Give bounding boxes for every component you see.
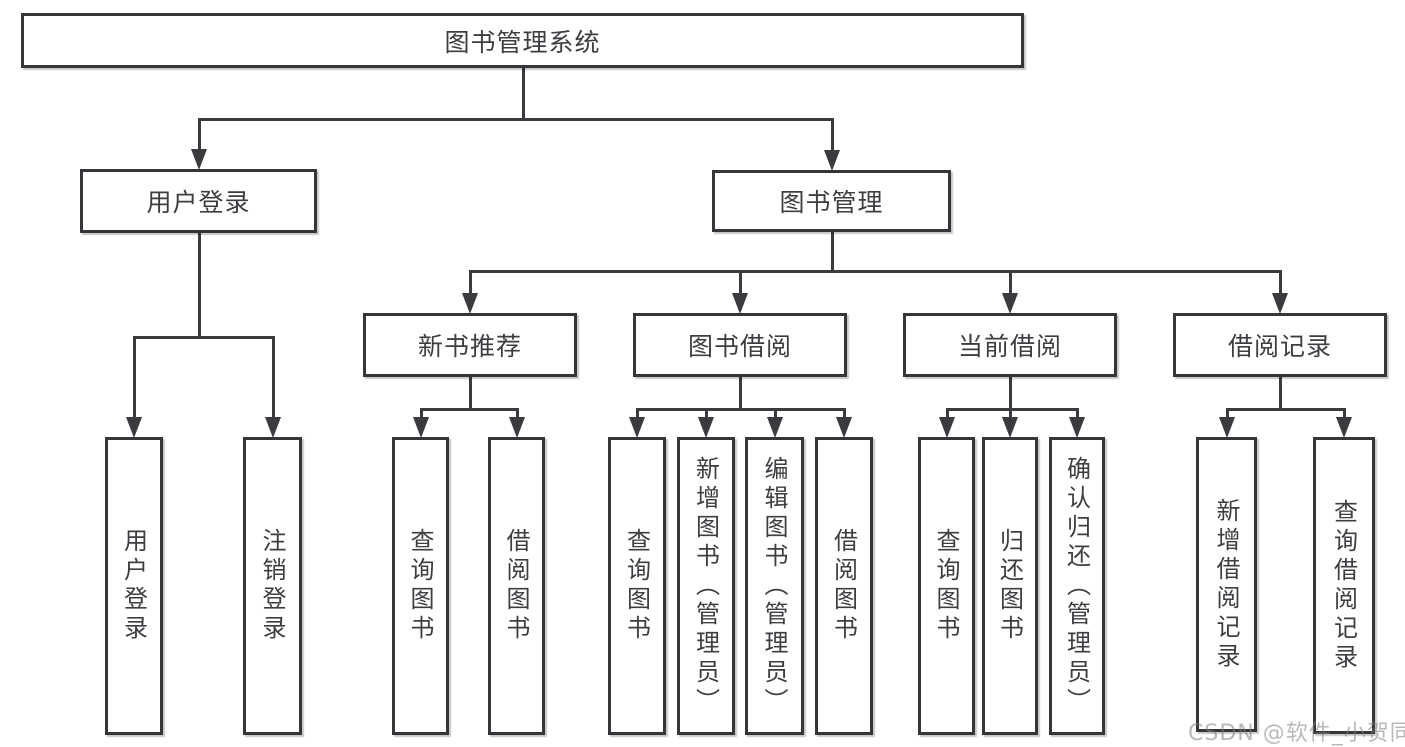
connector-bar (468, 270, 1282, 273)
node-label-leaf-brec-add: 新增借阅记录 (1212, 497, 1240, 672)
node-leaf-rec-query: 查询图书 (392, 437, 449, 735)
node-leaf-cur-query: 查询图书 (918, 437, 975, 735)
node-book-borrow: 图书借阅 (633, 313, 847, 377)
node-user-login: 用户登录 (80, 169, 317, 233)
connector-drop (773, 408, 777, 420)
connector-drop (945, 408, 949, 420)
arrowhead-down-icon (191, 149, 207, 170)
node-label-leaf-user-login: 用户登录 (119, 528, 148, 644)
node-leaf-user-login: 用户登录 (105, 437, 163, 735)
connector-bar (132, 336, 275, 339)
connector-stub (1278, 377, 1282, 411)
connector-drop (738, 270, 742, 296)
connector-stub (738, 377, 742, 411)
arrowhead-down-icon (732, 293, 748, 314)
node-label-leaf-brec-query: 查询借阅记录 (1329, 498, 1358, 673)
connector-drop (419, 408, 423, 420)
connector-drop (271, 336, 275, 420)
node-label-leaf-bor-edit: 编辑图书（管理员） (760, 455, 788, 717)
arrowhead-down-icon (1069, 417, 1085, 438)
node-current-borrow: 当前借阅 (903, 313, 1117, 377)
connector-drop (1075, 408, 1079, 420)
arrowhead-down-icon (698, 417, 714, 438)
node-label-leaf-rec-borrow: 借阅图书 (502, 528, 530, 644)
watermark-text: CSDN @软件_小贺同学 (1188, 721, 1405, 746)
node-borrow-records: 借阅记录 (1173, 313, 1387, 377)
connector-drop (197, 118, 201, 152)
arrowhead-down-icon (1336, 417, 1352, 438)
connector-drop (830, 118, 834, 153)
node-label-root: 图书管理系统 (444, 27, 601, 57)
arrowhead-down-icon (836, 417, 852, 438)
arrowhead-down-icon (462, 293, 478, 314)
arrowhead-down-icon (1002, 293, 1018, 314)
connector-drop (1008, 408, 1012, 420)
arrowhead-down-icon (1002, 417, 1018, 438)
connector-drop (704, 408, 708, 420)
node-leaf-cur-confirm: 确认归还（管理员） (1049, 437, 1105, 735)
connector-bar (197, 118, 834, 121)
node-label-book-borrow: 图书借阅 (687, 332, 792, 361)
connector-stub (468, 377, 472, 411)
node-leaf-brec-query: 查询借阅记录 (1313, 437, 1375, 734)
connector-drop (1225, 408, 1229, 420)
arrowhead-down-icon (939, 417, 955, 438)
connector-drop (515, 408, 519, 420)
connector-drop (132, 336, 136, 420)
node-label-leaf-cur-query: 查询图书 (932, 528, 960, 644)
node-label-leaf-rec-query: 查询图书 (406, 528, 434, 644)
connector-drop (1008, 270, 1012, 296)
arrowhead-down-icon (1219, 417, 1235, 438)
node-new-book-rec: 新书推荐 (363, 313, 577, 377)
node-label-leaf-bor-borrow: 借阅图书 (829, 528, 858, 644)
connector-bar (635, 408, 846, 411)
node-label-leaf-bor-add: 新增图书（管理员） (691, 455, 720, 717)
node-label-leaf-logout: 注销登录 (258, 528, 286, 644)
node-leaf-bor-borrow: 借阅图书 (815, 437, 873, 735)
connector-stub (521, 68, 525, 121)
node-label-user-login: 用户登录 (146, 188, 251, 217)
node-book-mgmt: 图书管理 (712, 170, 951, 232)
arrowhead-down-icon (629, 417, 645, 438)
node-leaf-bor-edit: 编辑图书（管理员） (745, 437, 804, 735)
connector-drop (1278, 270, 1282, 296)
node-leaf-brec-add: 新增借阅记录 (1196, 437, 1257, 732)
node-label-book-mgmt: 图书管理 (779, 188, 884, 217)
connector-stub (1008, 377, 1012, 411)
arrowhead-down-icon (265, 417, 281, 438)
arrowhead-down-icon (767, 417, 783, 438)
connector-bar (945, 408, 1079, 411)
connector-drop (635, 408, 639, 420)
connector-bar (1225, 408, 1346, 411)
arrowhead-down-icon (1272, 293, 1288, 314)
node-label-leaf-cur-return: 归还图书 (995, 528, 1024, 644)
node-label-leaf-bor-query: 查询图书 (622, 528, 651, 644)
node-leaf-cur-return: 归还图书 (982, 437, 1038, 735)
connector-stub (197, 233, 201, 339)
arrowhead-down-icon (126, 417, 142, 438)
node-label-leaf-cur-confirm: 确认归还（管理员） (1062, 455, 1091, 717)
node-leaf-rec-borrow: 借阅图书 (488, 437, 545, 735)
node-label-borrow-records: 借阅记录 (1227, 332, 1332, 361)
node-leaf-logout: 注销登录 (243, 437, 302, 735)
node-leaf-bor-add: 新增图书（管理员） (677, 437, 735, 735)
connector-drop (842, 408, 846, 420)
arrowhead-down-icon (509, 417, 525, 438)
node-root: 图书管理系统 (21, 13, 1024, 68)
arrowhead-down-icon (413, 417, 429, 438)
connector-bar (419, 408, 519, 411)
node-label-new-book-rec: 新书推荐 (417, 332, 522, 361)
node-leaf-bor-query: 查询图书 (608, 437, 666, 735)
connector-drop (468, 270, 472, 296)
connector-stub (830, 232, 834, 273)
arrowhead-down-icon (824, 150, 840, 171)
connector-drop (1342, 408, 1346, 420)
node-label-current-borrow: 当前借阅 (957, 332, 1062, 361)
